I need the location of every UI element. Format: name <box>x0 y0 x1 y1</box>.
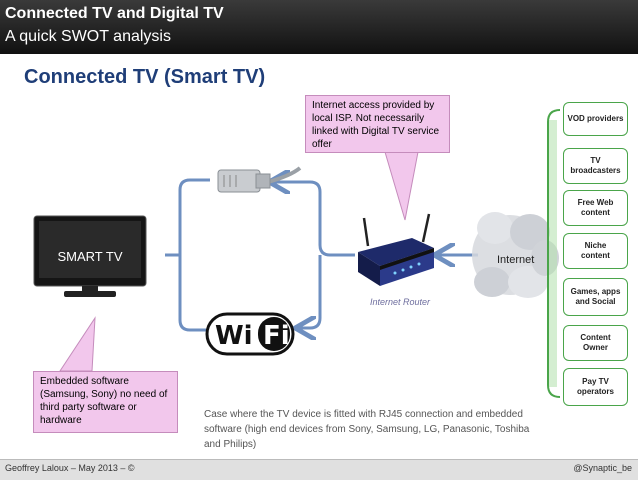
svg-text:Fi: Fi <box>263 321 290 351</box>
service-box-vod: VOD providers <box>563 102 628 136</box>
smart-tv-icon <box>33 215 147 297</box>
callout-bottom-pointer <box>59 316 96 372</box>
callout-isp-line: offer <box>312 139 332 150</box>
connection-cable-to-tv <box>178 178 210 332</box>
case-description: Case where the TV device is fitted with … <box>204 409 530 450</box>
header-bar: Connected TV and Digital TV A quick SWOT… <box>0 0 638 54</box>
header-title: Connected TV and Digital TV <box>5 5 224 22</box>
service-line: Niche <box>584 241 607 250</box>
service-line: Pay TV <box>582 377 609 386</box>
service-line: Content <box>580 333 611 342</box>
svg-text:Wi: Wi <box>215 321 253 351</box>
services-bracket <box>547 109 561 398</box>
callout-embedded-line: (Samsung, Sony) no need of <box>40 389 168 400</box>
service-line: content <box>581 251 610 260</box>
services-bracket-fill <box>549 120 557 387</box>
service-line: VOD providers <box>567 114 624 123</box>
callout-embedded-software: Embedded software (Samsung, Sony) no nee… <box>33 371 178 433</box>
service-line: broadcasters <box>570 166 621 175</box>
service-line: Games, apps <box>570 287 621 296</box>
wifi-logo-icon: Wi Fi <box>205 312 295 356</box>
callout-isp-line: linked with Digital TV service <box>312 126 440 137</box>
callout-embedded-line: third party software or <box>40 402 137 413</box>
footer-author: Geoffrey Laloux – May 2013 – © <box>5 463 135 473</box>
arrow-router-to-cable <box>272 182 355 257</box>
callout-embedded-line: hardware <box>40 415 82 426</box>
service-line: TV <box>590 156 601 165</box>
footer-bar: Geoffrey Laloux – May 2013 – © @Synaptic… <box>0 459 638 480</box>
ethernet-cable-icon <box>217 166 302 193</box>
service-line: Owner <box>583 343 608 352</box>
slide-title: Connected TV (Smart TV) <box>24 66 266 88</box>
callout-isp-line: local ISP. Not necessarily <box>312 113 425 124</box>
internet-router-icon <box>358 213 434 286</box>
smart-tv-label: SMART TV <box>57 249 123 264</box>
service-line: content <box>581 208 610 217</box>
router-label: Internet Router <box>370 297 431 307</box>
service-line: and Social <box>575 297 616 306</box>
callout-top-pointer <box>384 151 419 221</box>
service-line: operators <box>577 387 614 396</box>
arrow-router-to-wifi <box>298 255 322 328</box>
callout-isp-note: Internet access provided by local ISP. N… <box>305 95 450 153</box>
callout-embedded-line: Embedded software <box>40 376 129 387</box>
internet-label: Internet <box>497 254 535 266</box>
footer-handle: @Synaptic_be <box>573 463 632 473</box>
header-subtitle: A quick SWOT analysis <box>5 28 171 45</box>
service-line: Free Web <box>577 198 614 207</box>
callout-isp-line: Internet access provided by <box>312 100 435 111</box>
internet-cloud-icon <box>472 212 559 298</box>
